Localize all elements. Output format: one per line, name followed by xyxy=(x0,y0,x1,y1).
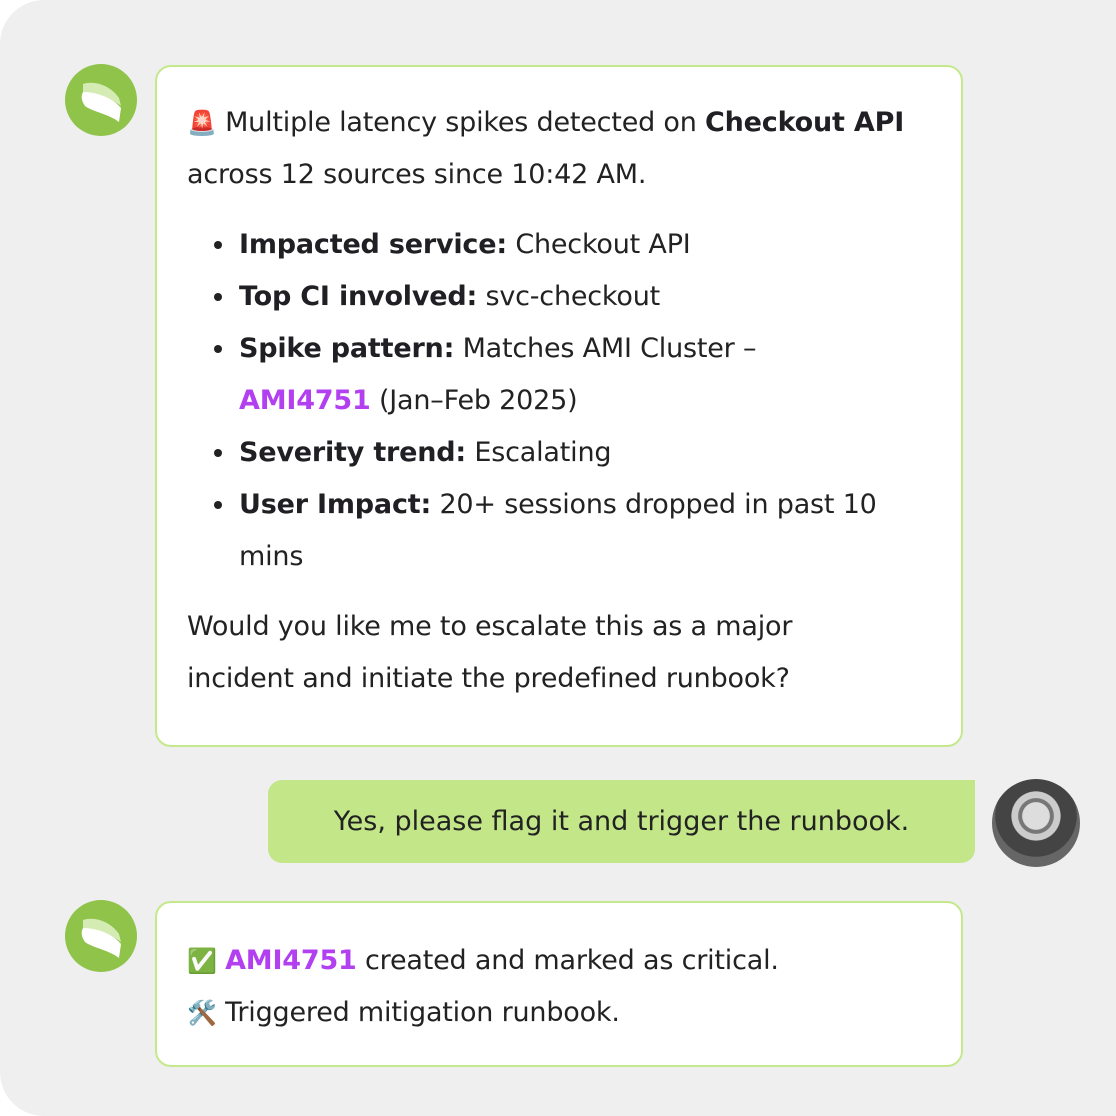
tools-icon: 🛠️ xyxy=(187,999,217,1027)
bot-message-confirmation: ✅ AMI4751 created and marked as critical… xyxy=(155,901,963,1067)
siren-icon: 🚨 xyxy=(187,109,217,137)
ami-link[interactable]: AMI4751 xyxy=(239,385,371,416)
bot-avatar xyxy=(65,64,137,136)
check-icon: ✅ xyxy=(187,947,217,975)
list-item: Top CI involved: svc-checkout xyxy=(237,271,931,323)
ami-link[interactable]: AMI4751 xyxy=(225,945,357,976)
escalation-question: Would you like me to escalate this as a … xyxy=(187,611,793,694)
list-item: User Impact: 20+ sessions dropped in pas… xyxy=(237,479,931,583)
incident-details-list: Impacted service: Checkout API Top CI in… xyxy=(187,219,931,583)
user-avatar xyxy=(992,779,1080,867)
leaf-logo-icon xyxy=(81,918,121,958)
bot-avatar xyxy=(65,900,137,972)
user-message: Yes, please flag it and trigger the runb… xyxy=(268,780,975,863)
list-item: Severity trend: Escalating xyxy=(237,427,931,479)
list-item: Spike pattern: Matches AMI Cluster – AMI… xyxy=(237,323,931,427)
bot-message-alert: 🚨 Multiple latency spikes detected on Ch… xyxy=(155,65,963,747)
list-item: Impacted service: Checkout API xyxy=(237,219,931,271)
leaf-logo-icon xyxy=(81,82,121,122)
